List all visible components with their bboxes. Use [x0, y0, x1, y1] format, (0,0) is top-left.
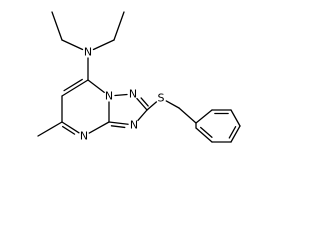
atom-label-n-amine: N: [84, 46, 92, 59]
bond-line: [114, 93, 128, 97]
bond-line: [37, 121, 63, 137]
atom-label-s: S: [158, 92, 165, 105]
bond-line: [165, 100, 180, 109]
bond-line: [195, 127, 213, 143]
atom-label-n-pyr: N: [80, 130, 88, 143]
bond-line: [87, 79, 105, 94]
bond-line: [230, 125, 241, 143]
molecule-diagram: N N N N N S: [37, 11, 241, 143]
atom-label-n-trz-bot: N: [130, 119, 138, 132]
bond-line: [92, 39, 115, 51]
bond-line: [195, 109, 213, 124]
bond-line: [178, 107, 197, 124]
bond-line: [61, 79, 89, 97]
atom-label-n-trz-top: N: [129, 88, 137, 101]
double-bond-line: [140, 97, 149, 107]
bond-line: [61, 121, 80, 134]
bond-line: [137, 109, 148, 122]
bond-line: [136, 97, 148, 111]
bond-line: [230, 109, 241, 127]
double-bond-line: [63, 78, 83, 92]
bond-line: [88, 121, 110, 134]
bond-line: [51, 11, 63, 41]
double-bond-line: [228, 126, 237, 139]
double-bond-line: [62, 125, 76, 135]
bond-line: [61, 39, 84, 51]
double-bond-line: [200, 126, 213, 138]
atom-label-layer: N N N N N S: [80, 46, 165, 143]
bond-layer: [37, 11, 241, 143]
bond-line: [146, 101, 158, 111]
bond-line: [108, 121, 129, 125]
double-bond-line: [110, 125, 126, 129]
bond-line: [113, 11, 125, 41]
atom-label-n-bridge: N: [105, 90, 113, 103]
